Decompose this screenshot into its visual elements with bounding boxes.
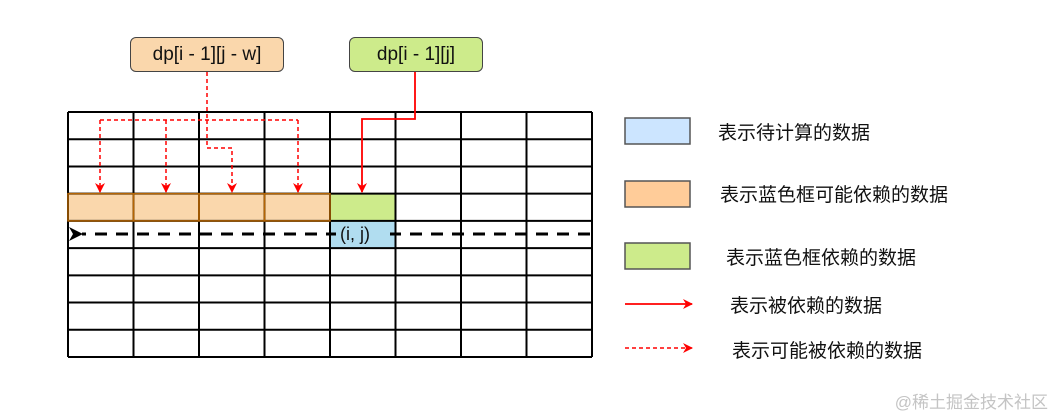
green-cell: [330, 193, 396, 221]
legend-text-maybe-depends: 表示蓝色框可能依赖的数据: [720, 185, 949, 206]
orange-cell: [132, 192, 200, 222]
dashed-dependency-arrow: [206, 120, 237, 193]
legend-text-depends: 表示蓝色框依赖的数据: [726, 248, 917, 269]
label-dp-prev-same: dp[i - 1][j]: [349, 37, 483, 72]
orange-cell: [67, 192, 135, 222]
legend-swatch-orange: [624, 180, 691, 208]
current-cell-label-bg: [336, 226, 390, 244]
label-dp-prev-minus-w: dp[i - 1][j - w]: [130, 37, 284, 72]
orange-cell: [198, 192, 266, 222]
legend-swatch-green: [624, 242, 691, 270]
legend-text-to-compute: 表示待计算的数据: [718, 123, 871, 144]
legend-swatch-blue: [624, 117, 691, 145]
solid-dependency-arrow: [357, 72, 416, 193]
orange-cell-border: [263, 192, 331, 222]
watermark: @稀土掘金技术社区: [894, 393, 1048, 412]
legend-text-maybe-depended: 表示可能被依赖的数据: [732, 341, 923, 362]
current-cell-label: (i, j): [340, 224, 370, 244]
orange-cell: [263, 192, 331, 222]
legend-text-depended: 表示被依赖的数据: [730, 296, 883, 317]
